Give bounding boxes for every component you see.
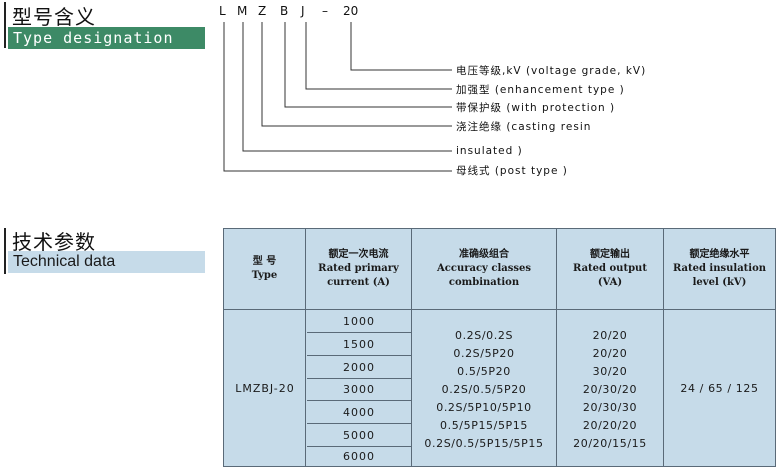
code-voltage: 20: [343, 4, 359, 18]
row-divider: [307, 446, 411, 447]
header-accuracy-cn: 准确级组合: [459, 249, 509, 260]
section-bar-designation: [4, 2, 6, 48]
code-letter-j: J: [301, 4, 305, 18]
meaning-post-type: 母线式 (post type ): [456, 165, 568, 177]
meaning-voltage-grade: 电压等级,kV (voltage grade, kV): [456, 65, 647, 77]
technical-title-en: Technical data: [8, 251, 205, 273]
col-separator: [411, 229, 412, 466]
technical-title-cn: 技术参数: [12, 230, 96, 254]
col-separator: [305, 229, 306, 466]
output-item: 20/20: [592, 328, 628, 342]
accuracy-item: 0.2S/5P10/5P10: [436, 400, 532, 414]
header-type: 型 号 Type: [224, 229, 305, 310]
output-item: 30/20: [592, 364, 628, 378]
insulation-level: 24 / 65 / 125: [680, 381, 759, 395]
accuracy-item: 0.2S/0.5/5P15/5P15: [424, 436, 544, 450]
header-accuracy-en-1: Accuracy classes: [437, 263, 531, 274]
accuracy-item: 0.2S/0.5/5P20: [441, 382, 527, 396]
meaning-enhancement-type: 加强型 (enhancement type ): [456, 84, 625, 96]
current-cell: 1000: [343, 314, 375, 328]
meaning-protection: 带保护级 (with protection ): [456, 102, 616, 114]
header-insulation: 额定绝缘水平 Rated insulation level (kV): [664, 229, 775, 310]
designation-title-en: Type designation: [8, 27, 205, 49]
code-letter-z: Z: [258, 4, 267, 18]
code-letter-l: L: [219, 4, 226, 18]
header-current-en-2: current (A): [327, 277, 390, 288]
current-cell: 4000: [343, 405, 375, 419]
technical-data-table: 型 号 Type 额定一次电流 Rated primary current (A…: [223, 228, 776, 467]
header-accuracy-en-2: combination: [448, 277, 520, 288]
accuracy-item: 0.2S/5P20: [453, 346, 515, 360]
header-current-cn: 额定一次电流: [328, 249, 389, 260]
header-rated-current: 额定一次电流 Rated primary current (A): [306, 229, 411, 310]
header-output-cn: 额定输出: [590, 249, 630, 260]
code-dash: –: [322, 4, 328, 18]
output-item: 20/30/30: [582, 400, 638, 414]
col-separator: [663, 229, 664, 466]
current-cell: 6000: [343, 449, 375, 463]
model-cell: LMZBJ-20: [235, 381, 295, 395]
header-insulation-en-1: Rated insulation: [672, 263, 767, 274]
header-accuracy: 准确级组合 Accuracy classes combination: [412, 229, 556, 310]
meaning-casting-resin: 浇注绝缘 (casting resin: [456, 121, 592, 133]
code-letter-m: M: [237, 4, 248, 18]
accuracy-item: 0.2S/0.2S: [454, 328, 514, 342]
code-letter-b: B: [280, 4, 289, 18]
current-cell: 1500: [343, 337, 375, 351]
header-insulation-cn: 额定绝缘水平: [689, 249, 750, 260]
header-rated-output: 额定输出 Rated output (VA): [557, 229, 663, 310]
col-separator: [556, 229, 557, 466]
header-type-cn: 型 号: [252, 256, 277, 267]
row-divider: [307, 400, 411, 401]
meaning-insulated: insulated ): [456, 145, 523, 157]
header-output-en-1: Rated output: [573, 263, 647, 274]
output-item: 20/20: [592, 346, 628, 360]
current-cell: 2000: [343, 360, 375, 374]
row-divider: [307, 332, 411, 333]
section-bar-technical: [4, 228, 6, 274]
output-item: 20/20/20: [582, 418, 638, 432]
accuracy-item: 0.5/5P15/5P15: [440, 418, 528, 432]
header-insulation-en-2: level (kV): [692, 277, 747, 288]
accuracy-item: 0.5/5P20: [457, 364, 511, 378]
row-divider: [307, 355, 411, 356]
row-divider: [307, 423, 411, 424]
header-output-en-2: (VA): [597, 277, 623, 288]
designation-connector-lines: [223, 22, 452, 172]
designation-title-cn: 型号含义: [12, 5, 96, 29]
header-type-en: Type: [251, 270, 278, 281]
output-item: 20/20/15/15: [573, 436, 647, 450]
current-cell: 5000: [343, 428, 375, 442]
header-current-en-1: Rated primary: [318, 263, 399, 274]
output-item: 20/30/20: [582, 382, 638, 396]
current-cell: 3000: [343, 382, 375, 396]
row-divider: [307, 378, 411, 379]
